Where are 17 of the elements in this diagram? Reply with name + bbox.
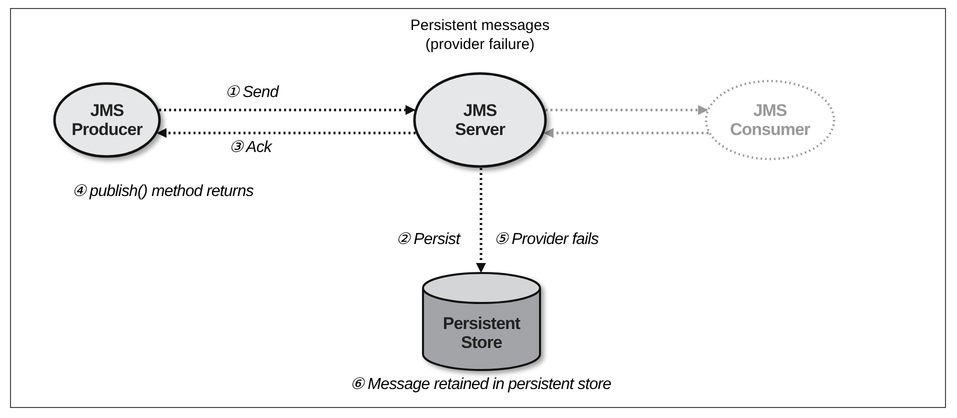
step-note: ⑤ Provider fails <box>494 230 599 249</box>
step-note: ⑥ Message retained in persistent store <box>350 375 612 394</box>
dotted-arrow <box>546 105 708 115</box>
step-note: ④ publish() method returns <box>72 182 254 201</box>
node-label: JMS Server <box>454 101 506 139</box>
dotted-arrow <box>476 168 486 273</box>
node-label: JMS Producer <box>70 101 144 139</box>
inactive-ellipse <box>705 80 835 160</box>
node-label: Persistent Store <box>442 314 522 352</box>
dotted-arrow <box>544 128 709 138</box>
diagram-title: Persistent messages (provider failure) <box>409 16 551 54</box>
node-label: JMS Consumer <box>728 101 812 139</box>
dotted-arrow <box>159 105 416 115</box>
database-cylinder <box>422 272 541 370</box>
dotted-arrow <box>156 128 416 138</box>
ellipse-node <box>53 82 161 158</box>
ellipse-node <box>413 72 547 168</box>
